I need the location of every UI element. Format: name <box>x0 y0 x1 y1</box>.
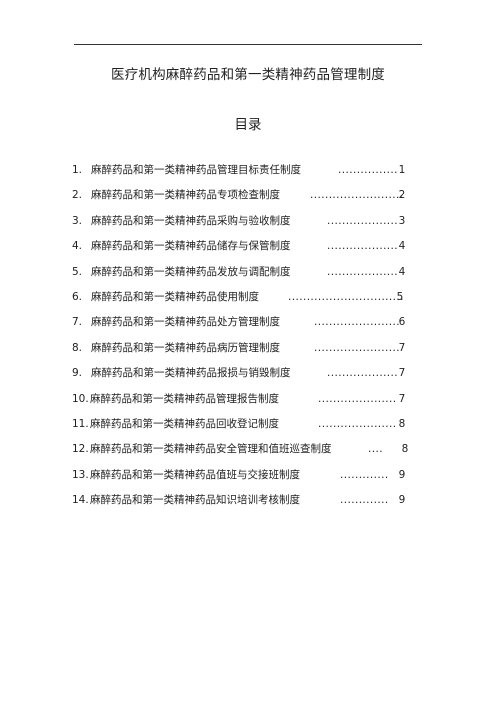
toc-heading: 目录 <box>234 117 262 133</box>
toc-entry-leader: ......................... <box>310 189 404 202</box>
document-title: 医疗机构麻醉药品和第一类精神药品管理制度 <box>111 67 385 83</box>
toc-entry[interactable]: 6. 麻醉药品和第一类精神药品使用制度 ....................… <box>72 290 424 315</box>
toc-entry-page: 9 <box>398 494 406 507</box>
toc-entry-page: 6 <box>398 316 406 329</box>
toc-entry[interactable]: 3. 麻醉药品和第一类精神药品采购与验收制度 .................… <box>72 214 424 239</box>
toc-entry-leader: ....................... <box>314 316 400 329</box>
toc-entry-leader: ............. <box>340 468 389 481</box>
toc-entry[interactable]: 8. 麻醉药品和第一类精神药品病历管理制度 ..................… <box>72 341 424 366</box>
toc-entry-page: 1 <box>398 164 406 176</box>
toc-entry-page: 8 <box>398 417 406 430</box>
toc-entry-leader: ................... <box>327 367 399 380</box>
toc-entry-number: 14. <box>72 494 89 507</box>
toc-entry-number: 8. <box>72 341 83 354</box>
toc-entry-number: 5. <box>72 265 83 278</box>
toc-entry[interactable]: 7. 麻醉药品和第一类精神药品处方管理制度 ..................… <box>72 315 424 340</box>
toc-entry-page: 7 <box>398 367 406 380</box>
toc-entry-title: 麻醉药品和第一类精神药品管理报告制度 <box>90 392 279 405</box>
toc-entry-page: 4 <box>398 240 406 253</box>
header-rule <box>74 44 422 45</box>
toc-entry-title: 麻醉药品和第一类精神药品发放与调配制度 <box>91 265 291 278</box>
toc-entry-number: 10. <box>72 392 89 405</box>
toc-entry[interactable]: 5. 麻醉药品和第一类精神药品发放与调配制度 .................… <box>72 265 424 290</box>
toc-entry-number: 7. <box>72 316 83 329</box>
toc-entry[interactable]: 12. 麻醉药品和第一类精神药品安全管理和值班巡查制度 .... 8 <box>72 442 424 467</box>
toc-entry-page: 8 <box>401 443 409 456</box>
toc-entry-leader: ................... <box>327 214 399 227</box>
toc-entry[interactable]: 9. 麻醉药品和第一类精神药品报损与销毁制度 .................… <box>72 366 424 391</box>
toc-entry-title: 麻醉药品和第一类精神药品值班与交接班制度 <box>90 468 300 481</box>
toc-entry-number: 11. <box>72 417 89 430</box>
toc-entry-number: 13. <box>72 468 89 481</box>
table-of-contents: 1. 麻醉药品和第一类精神药品管理目标责任制度 ................… <box>72 163 424 518</box>
toc-entry-title: 麻醉药品和第一类精神药品处方管理制度 <box>91 316 280 329</box>
toc-entry-title: 麻醉药品和第一类精神药品使用制度 <box>91 290 259 303</box>
toc-entry-title: 麻醉药品和第一类精神药品采购与验收制度 <box>91 214 291 227</box>
toc-entry-title: 麻醉药品和第一类精神药品储存与保管制度 <box>91 240 291 253</box>
toc-entry-title: 麻醉药品和第一类精神药品知识培训考核制度 <box>90 494 300 507</box>
toc-entry[interactable]: 13. 麻醉药品和第一类精神药品值班与交接班制度 ............. 9 <box>72 468 424 493</box>
toc-entry-title: 麻醉药品和第一类精神药品管理目标责任制度 <box>91 164 301 176</box>
toc-entry-leader: ..................... <box>318 417 397 430</box>
toc-entry-page: 3 <box>398 214 406 227</box>
toc-entry-leader: ................ <box>338 164 398 176</box>
toc-entry-number: 3. <box>72 214 83 227</box>
toc-entry-number: 9. <box>72 367 83 380</box>
toc-entry[interactable]: 2. 麻醉药品和第一类精神药品专项检查制度 ..................… <box>72 188 424 213</box>
toc-entry-page: 2 <box>398 189 406 202</box>
toc-entry-page: 5 <box>396 290 404 303</box>
toc-entry-leader: ....................... <box>314 341 400 354</box>
toc-entry-leader: ............................... <box>288 290 404 303</box>
toc-entry-leader: ..................... <box>318 392 397 405</box>
toc-entry-title: 麻醉药品和第一类精神药品安全管理和值班巡查制度 <box>90 443 332 456</box>
toc-entry-leader: ............. <box>340 494 389 507</box>
toc-entry-title: 麻醉药品和第一类精神药品专项检查制度 <box>91 189 280 202</box>
toc-entry-page: 7 <box>398 341 406 354</box>
toc-entry[interactable]: 11. 麻醉药品和第一类精神药品回收登记制度 .................… <box>72 417 424 442</box>
toc-entry-page: 7 <box>398 392 406 405</box>
toc-entry-leader: .... <box>368 443 383 456</box>
toc-entry-title: 麻醉药品和第一类精神药品报损与销毁制度 <box>91 367 291 380</box>
toc-entry-number: 6. <box>72 290 83 303</box>
toc-entry[interactable]: 14. 麻醉药品和第一类精神药品知识培训考核制度 ............. 9 <box>72 493 424 518</box>
toc-entry-page: 4 <box>398 265 406 278</box>
toc-entry[interactable]: 1. 麻醉药品和第一类精神药品管理目标责任制度 ................… <box>72 163 424 188</box>
toc-entry[interactable]: 4. 麻醉药品和第一类精神药品储存与保管制度 .................… <box>72 239 424 264</box>
toc-entry-number: 12. <box>72 443 89 456</box>
toc-entry-title: 麻醉药品和第一类精神药品病历管理制度 <box>91 341 280 354</box>
toc-entry[interactable]: 10. 麻醉药品和第一类精神药品管理报告制度 .................… <box>72 392 424 417</box>
toc-entry-number: 4. <box>72 240 83 253</box>
toc-entry-leader: ................... <box>327 240 399 253</box>
toc-entry-title: 麻醉药品和第一类精神药品回收登记制度 <box>90 417 279 430</box>
toc-entry-leader: ................... <box>327 265 399 278</box>
toc-entry-page: 9 <box>398 468 406 481</box>
toc-entry-number: 2. <box>72 189 83 202</box>
toc-entry-number: 1. <box>72 164 83 176</box>
